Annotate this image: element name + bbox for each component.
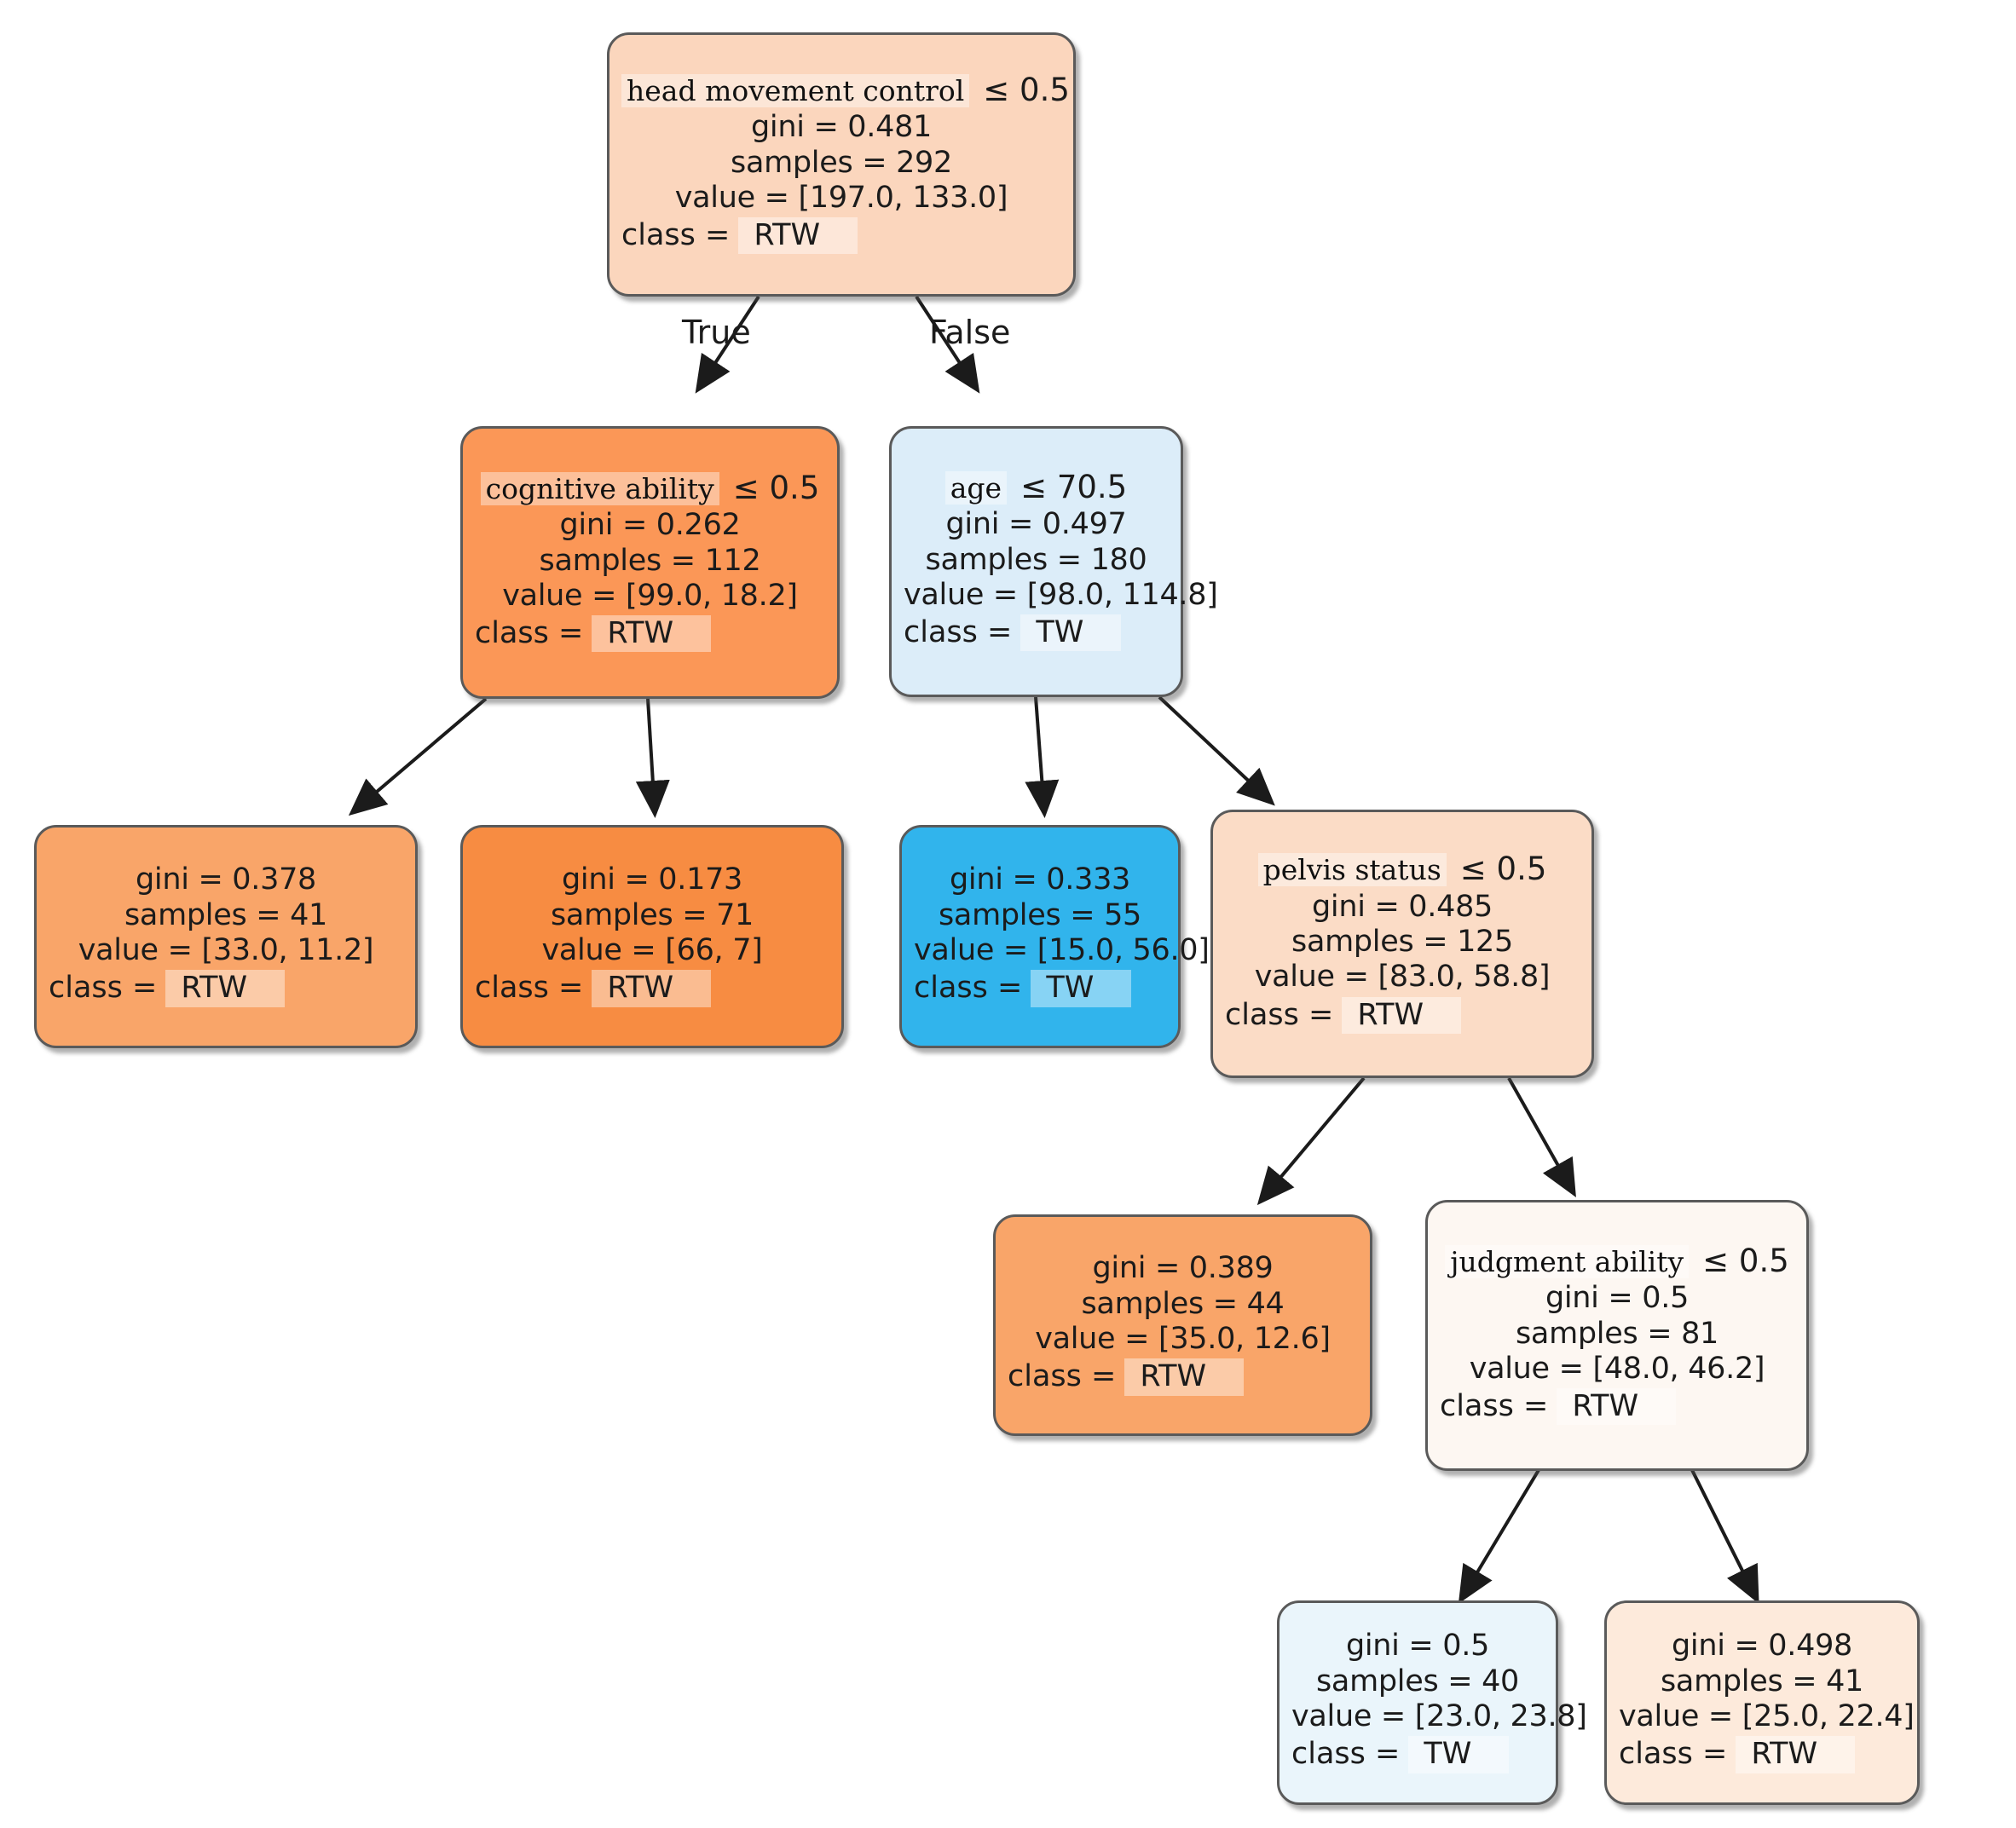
node-class: class =RTW [1440, 1388, 1794, 1426]
node-value: value = [35.0, 12.6] [1035, 1322, 1331, 1356]
node-condition: pelvis status≤ 0.5 [1225, 851, 1580, 888]
node-class-value: RTW [1736, 1736, 1856, 1773]
tree-leaf-gini-0389[interactable]: gini = 0.389 samples = 44 value = [35.0,… [993, 1214, 1372, 1436]
node-samples: samples = 125 [1291, 925, 1513, 960]
node-value: value = [99.0, 18.2] [502, 578, 798, 613]
node-class-value: TW [1020, 614, 1122, 652]
node-class: class =RTW [475, 970, 829, 1007]
node-class: class =RTW [1008, 1358, 1358, 1396]
node-samples: samples = 292 [731, 145, 952, 180]
node-condition: cognitive ability≤ 0.5 [475, 470, 825, 507]
node-samples: samples = 71 [551, 897, 754, 932]
node-value: value = [83.0, 58.8] [1254, 960, 1551, 995]
node-class: class =RTW [475, 615, 825, 653]
edge-label-true: True [682, 314, 751, 351]
node-class: class =TW [1291, 1736, 1544, 1773]
node-samples: samples = 40 [1316, 1664, 1519, 1698]
node-gini: gini = 0.497 [945, 507, 1127, 542]
tree-node-judgment-ability[interactable]: judgment ability≤ 0.5 gini = 0.5 samples… [1425, 1200, 1809, 1471]
tree-leaf-gini-0498-rtw[interactable]: gini = 0.498 samples = 41 value = [25.0,… [1604, 1600, 1920, 1805]
node-samples: samples = 41 [1661, 1664, 1863, 1698]
node-class-value: TW [1031, 970, 1132, 1007]
node-value: value = [48.0, 46.2] [1469, 1351, 1765, 1386]
node-samples: samples = 112 [539, 543, 761, 578]
tree-leaf-gini-0378[interactable]: gini = 0.378 samples = 41 value = [33.0,… [34, 825, 418, 1048]
node-class: class =RTW [49, 970, 403, 1007]
node-class-value: RTW [738, 217, 858, 255]
node-gini: gini = 0.481 [750, 110, 933, 145]
node-class: class =RTW [1225, 996, 1580, 1034]
edge-label-false: False [929, 314, 1011, 351]
node-samples: samples = 55 [939, 897, 1141, 932]
node-class-value: RTW [592, 970, 712, 1007]
node-class: class =TW [904, 614, 1169, 652]
node-value: value = [66, 7] [541, 933, 763, 967]
node-value: value = [15.0, 56.0] [914, 933, 1210, 967]
node-value: value = [197.0, 133.0] [674, 180, 1008, 215]
node-samples: samples = 81 [1516, 1316, 1719, 1351]
tree-node-age[interactable]: age≤ 70.5 gini = 0.497 samples = 180 val… [889, 426, 1218, 697]
node-samples: samples = 180 [925, 542, 1147, 577]
node-value: value = [25.0, 22.4] [1619, 1699, 1915, 1733]
node-class: class =RTW [1619, 1736, 1905, 1773]
node-class-value: RTW [1557, 1388, 1677, 1426]
tree-node-root[interactable]: head movement control≤ 0.5 gini = 0.481 … [607, 32, 1076, 297]
node-gini: gini = 0.389 [1092, 1251, 1274, 1286]
node-gini: gini = 0.173 [561, 862, 743, 897]
node-class-value: RTW [592, 615, 712, 653]
node-samples: samples = 41 [124, 897, 327, 932]
node-value: value = [98.0, 114.8] [904, 577, 1218, 612]
node-class-value: TW [1408, 1736, 1510, 1773]
node-condition: judgment ability≤ 0.5 [1440, 1243, 1794, 1280]
node-value: value = [23.0, 23.8] [1291, 1699, 1587, 1733]
node-gini: gini = 0.485 [1311, 889, 1493, 924]
node-gini: gini = 0.5 [1545, 1281, 1690, 1316]
tree-node-cognitive-ability[interactable]: cognitive ability≤ 0.5 gini = 0.262 samp… [460, 426, 840, 699]
node-value: value = [33.0, 11.2] [78, 933, 374, 967]
tree-leaf-gini-05-tw[interactable]: gini = 0.5 samples = 40 value = [23.0, 2… [1277, 1600, 1587, 1805]
node-class-value: RTW [1342, 996, 1462, 1034]
node-class-value: RTW [1124, 1358, 1245, 1396]
node-condition: head movement control≤ 0.5 [621, 72, 1070, 109]
node-gini: gini = 0.262 [559, 508, 741, 543]
node-class-value: RTW [165, 970, 286, 1007]
node-condition: age≤ 70.5 [904, 469, 1169, 506]
node-gini: gini = 0.498 [1671, 1629, 1853, 1664]
node-samples: samples = 44 [1081, 1286, 1285, 1321]
tree-leaf-gini-0173[interactable]: gini = 0.173 samples = 71 value = [66, 7… [460, 825, 844, 1048]
node-class: class =RTW [621, 217, 1061, 255]
node-class: class =TW [914, 970, 1166, 1007]
node-gini: gini = 0.333 [949, 862, 1131, 897]
tree-node-pelvis-status[interactable]: pelvis status≤ 0.5 gini = 0.485 samples … [1210, 810, 1594, 1078]
node-gini: gini = 0.5 [1345, 1629, 1490, 1664]
tree-leaf-gini-0333[interactable]: gini = 0.333 samples = 55 value = [15.0,… [899, 825, 1210, 1048]
node-gini: gini = 0.378 [135, 862, 317, 897]
